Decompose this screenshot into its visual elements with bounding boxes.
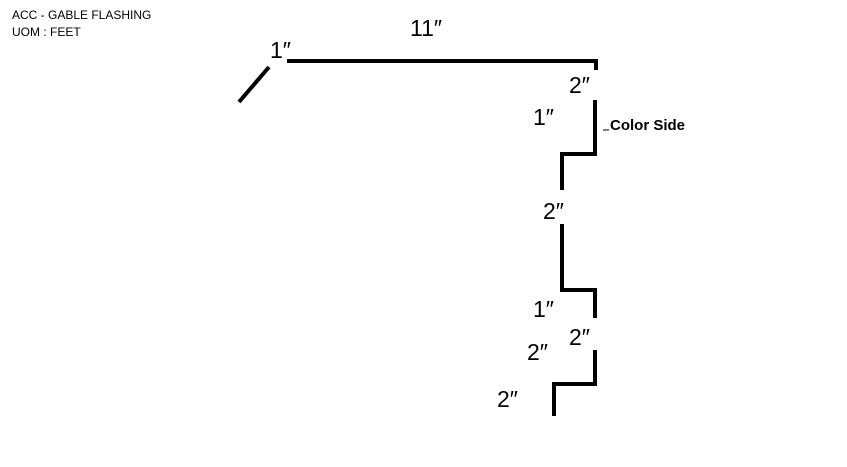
dimension-label-top-11: 11″: [410, 15, 442, 41]
color-side-label: Color Side: [610, 117, 685, 134]
drawing-header: ACC - GABLE FLASHING UOM : FEET: [12, 7, 151, 41]
dimension-label-drop-2-mid: 2″: [543, 198, 564, 224]
bottom-return-profile: [552, 350, 597, 416]
lower-step-profile: [560, 224, 597, 318]
drawing-title: ACC - GABLE FLASHING: [12, 8, 152, 22]
dimension-label-drop-2-left: 2″: [527, 339, 548, 365]
dimension-label-hem-1: 1″: [270, 37, 291, 63]
dimension-label-drop-2-top: 2″: [569, 72, 590, 98]
dimension-label-step-1-upper: 1″: [533, 104, 554, 130]
hem-segment: [237, 65, 271, 104]
dimension-label-drop-2-right: 2″: [569, 324, 590, 350]
dimension-label-step-1-lower: 1″: [533, 296, 554, 322]
unit-of-measure: UOM : FEET: [12, 25, 81, 39]
upper-step-profile: [560, 100, 597, 190]
dimension-label-foot-2: 2″: [497, 386, 518, 412]
